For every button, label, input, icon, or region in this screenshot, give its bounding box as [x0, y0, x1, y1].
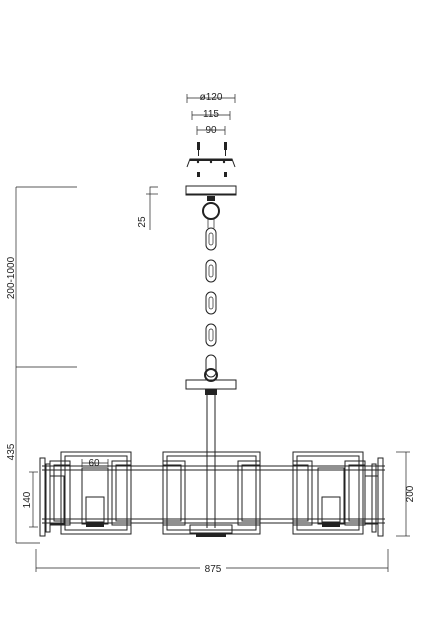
- shade-height-dimension: 140: [22, 471, 38, 528]
- canopy: [185, 185, 237, 196]
- dim-screw-spacing: 90: [205, 125, 217, 136]
- mounting-bracket: [186, 142, 236, 177]
- dim-shade-width: 60: [88, 458, 100, 469]
- dim-total-height: 435: [6, 443, 17, 460]
- dim-chain-length: 200-1000: [6, 256, 17, 299]
- canopy-dimension-group: ø120 115 90: [186, 92, 236, 136]
- dim-canopy-diameter: ø120: [200, 92, 223, 103]
- dim-canopy-mount: 115: [203, 109, 219, 120]
- center-rod: [185, 379, 237, 528]
- height-dimension-group: 200-1000 435: [6, 186, 77, 544]
- dim-body-height: 200: [405, 485, 416, 502]
- overall-width-dimension: 875: [35, 549, 389, 575]
- body-height-dimension: 200: [396, 451, 416, 537]
- shade-width-dimension: 60: [81, 458, 109, 469]
- canopy-height-dimension: 25: [137, 186, 158, 230]
- dim-canopy-height: 25: [137, 216, 148, 228]
- dim-shade-height: 140: [22, 491, 33, 508]
- chain: [202, 196, 220, 382]
- dim-overall-width: 875: [205, 564, 222, 575]
- chandelier-body: [39, 451, 385, 537]
